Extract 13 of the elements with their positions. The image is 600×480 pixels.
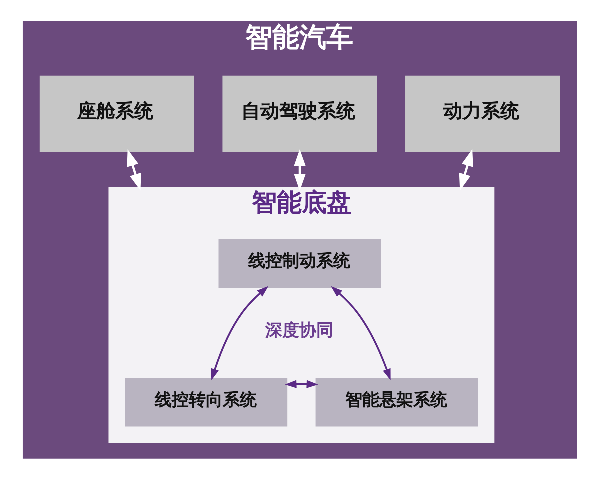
node-box: 动力系统 bbox=[406, 76, 560, 153]
arrow bbox=[294, 149, 306, 191]
node-box: 座舱系统 bbox=[40, 76, 194, 153]
arrow bbox=[331, 286, 391, 381]
node-box: 智能悬架系统 bbox=[316, 378, 478, 427]
node-box: 线控制动系统 bbox=[218, 239, 382, 288]
arrow bbox=[127, 149, 142, 191]
arrow bbox=[459, 149, 474, 191]
node-box: 自动驾驶系统 bbox=[222, 76, 378, 153]
label: 深度协同 bbox=[266, 320, 334, 340]
arrow bbox=[211, 286, 269, 381]
arrow bbox=[285, 380, 318, 388]
node-box: 线控转向系统 bbox=[125, 378, 288, 427]
